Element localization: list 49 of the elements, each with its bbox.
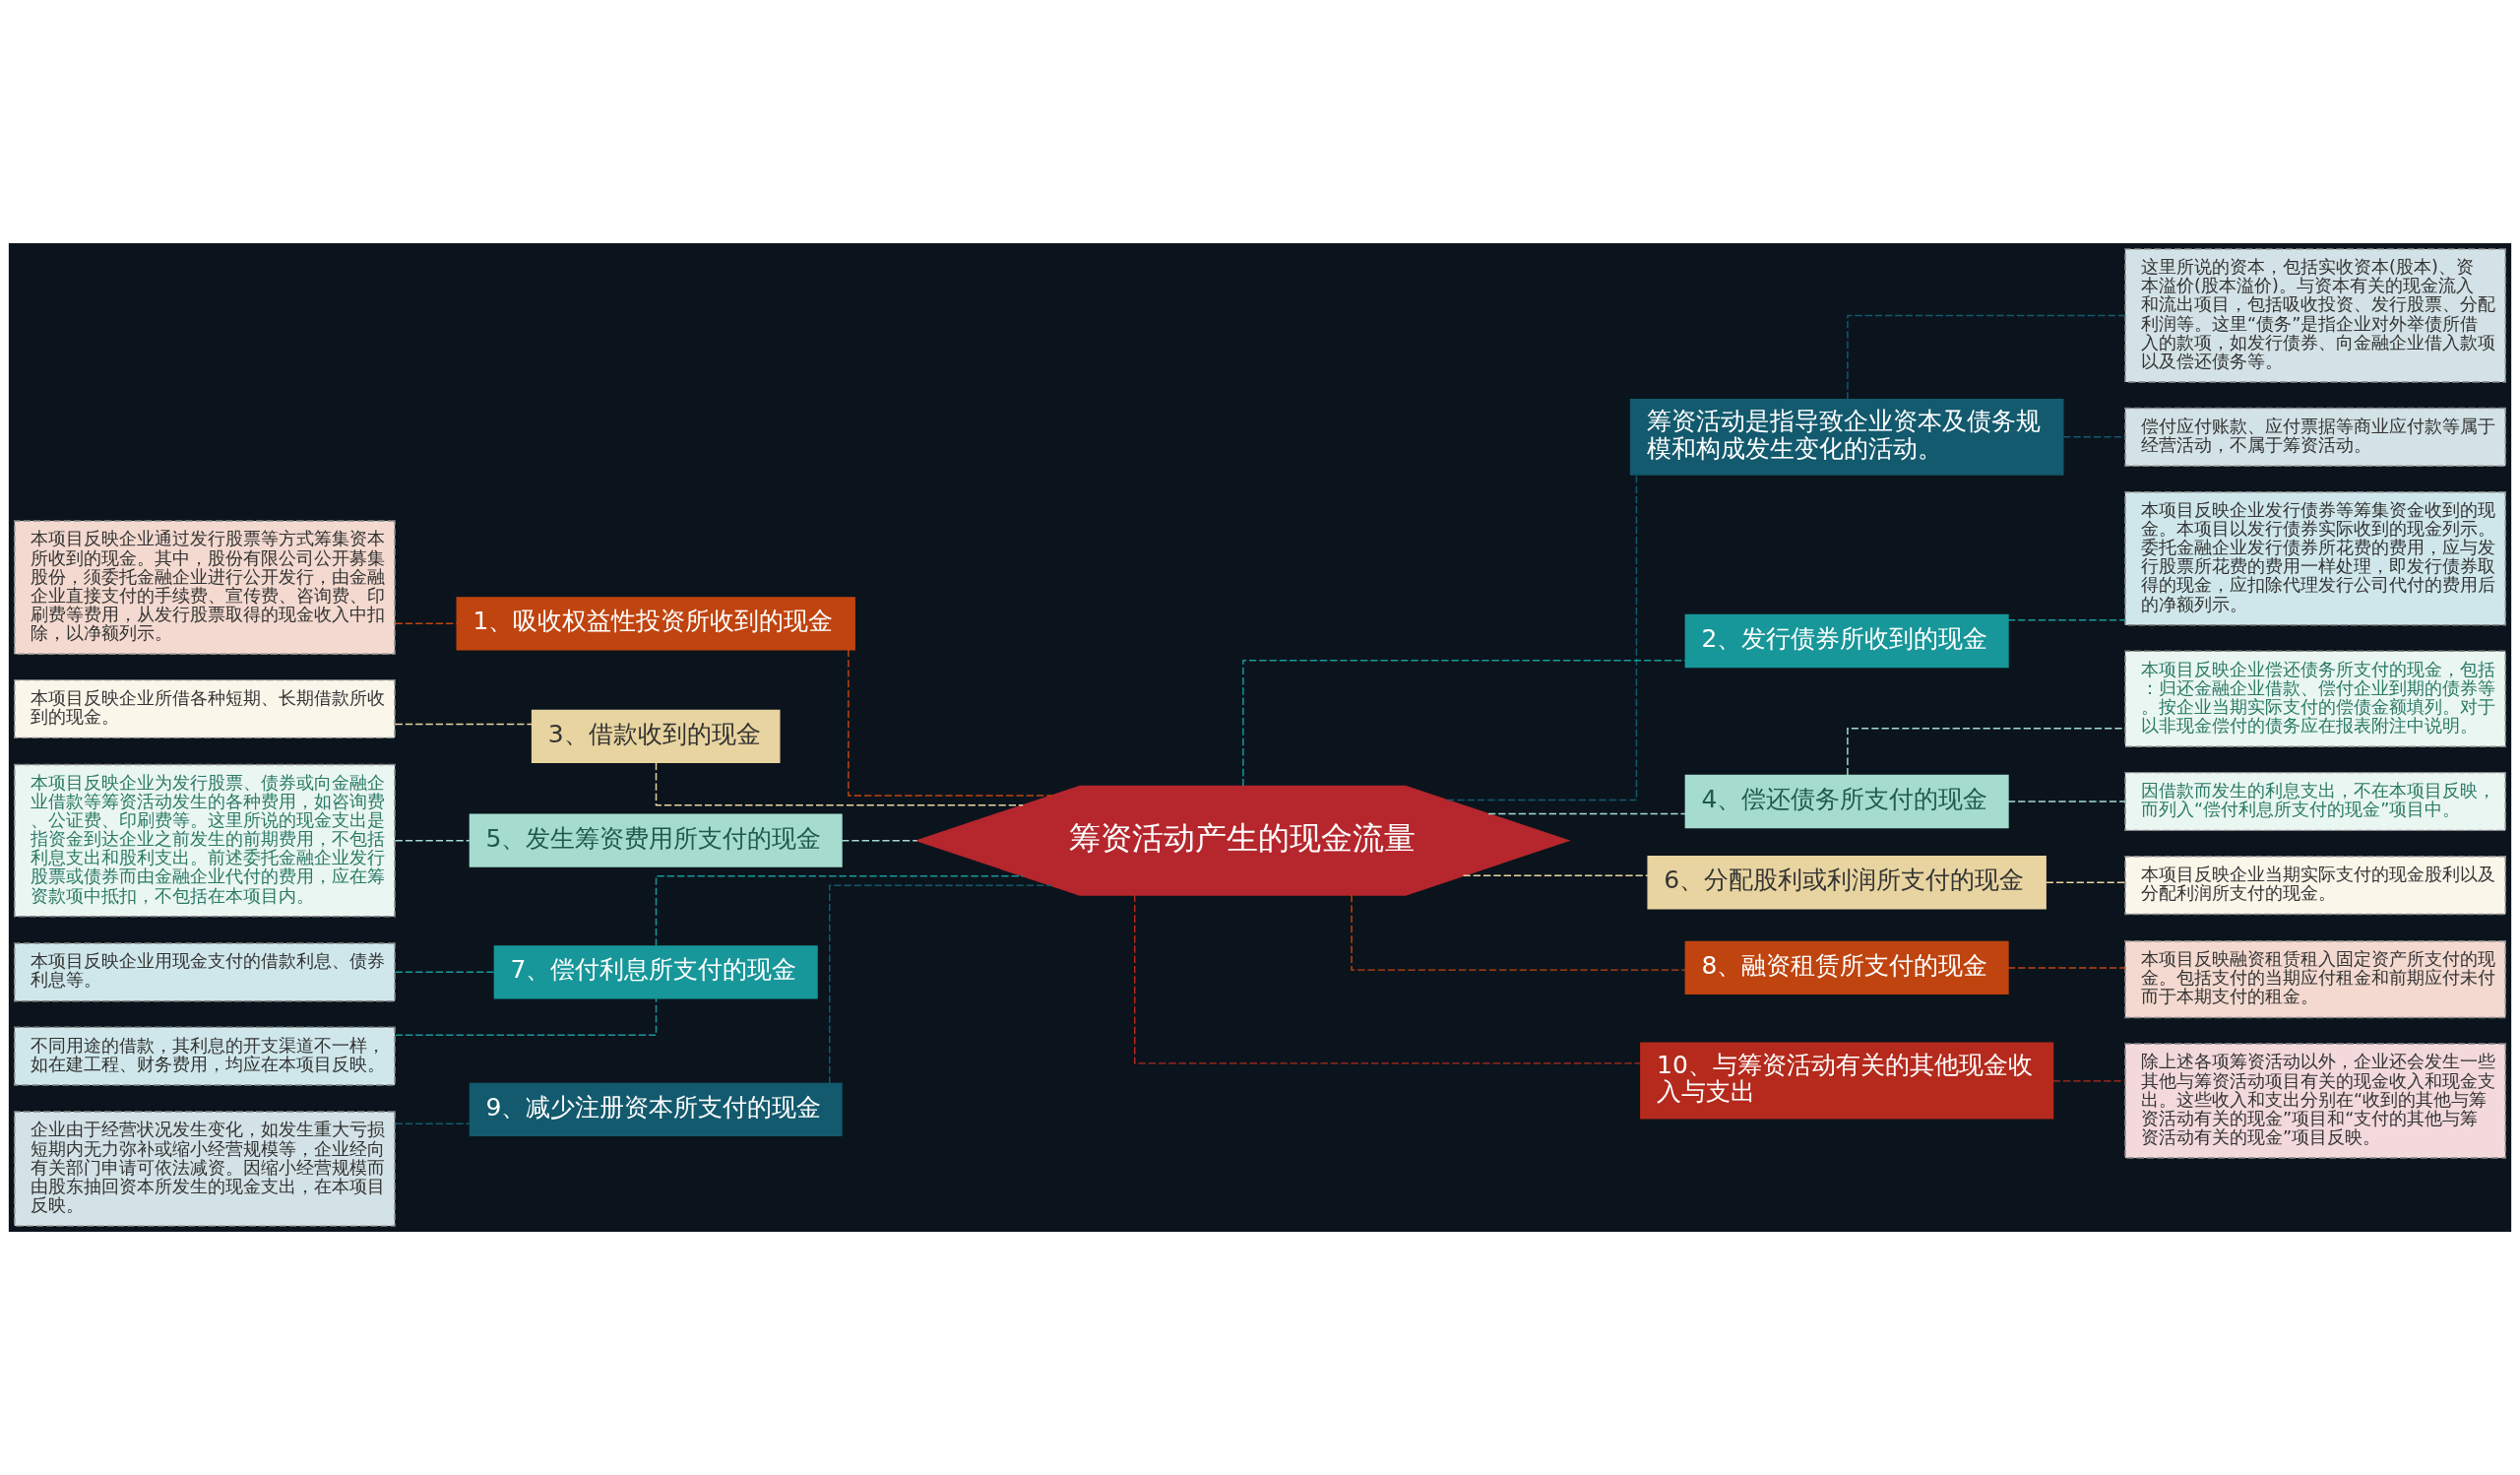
- node-box: 偿付应付账款、应付票据等商业应付款等属于经营活动，不属于筹资活动。: [2124, 407, 2506, 467]
- connector: [1242, 660, 1686, 788]
- node-box: 7、偿付利息所支付的现金: [493, 945, 818, 999]
- connector: [394, 971, 495, 974]
- connector: [395, 997, 658, 1036]
- node-box: 2、发行债券所收到的现金: [1684, 613, 2009, 669]
- node-box: 除上述各项筹资活动以外，企业还会发生一些其他与筹资活动项目有关的现金收入和现金支出。这些收入和支出分别在“收到的其他与筹资活动有关的现金”项目和“支付的其他与筹资活动有关的现金”项目反映。: [2124, 1043, 2506, 1159]
- connector: [2051, 1080, 2126, 1082]
- node-box: 4、偿还债务所支付的现金: [1684, 774, 2009, 829]
- connector: [1487, 812, 1686, 815]
- node-box: 这里所说的资本，包括实收资本(股本)、资本溢价(股本溢价)。与资本有关的现金流入和流出项目，包括吸收投资、发行股票、分配利润等。这里“债务”是指企业对外举债所借入的款项，如发行债券、向金融企业借入款项以及偿还债务等。: [2124, 248, 2506, 383]
- connector: [2007, 801, 2126, 802]
- connector: [1847, 314, 2126, 401]
- node-box: 本项目反映企业为发行股票、债券或向金融企业借款等筹资活动发生的各种费用，如咨询费、公证费、印刷费等。这里所说的现金支出是指资金到达企业之前发生的前期费用，不包括利息支出和股利支出。前述委托金融企业发行股票或债券而由金融企业代付的费用，应在筹资款项中抵扣，不包括在本项目内。: [14, 763, 396, 918]
- connector: [655, 761, 1024, 806]
- connector: [1134, 894, 1642, 1064]
- connector: [829, 884, 1052, 1085]
- connector: [394, 1122, 471, 1124]
- connector: [394, 839, 471, 842]
- node-box: 10、与筹资活动有关的其他现金收入与支出: [1640, 1042, 2054, 1120]
- node-box: 本项目反映融资租赁租入固定资产所支付的现金。包括支付的当期应付租金和前期应付未付而于本期支付的租金。: [2124, 940, 2506, 1019]
- connector: [2045, 881, 2126, 883]
- node-box: 本项目反映企业偿还债务所支付的现金，包括：归还金融企业借款、偿付企业到期的债券等。按企业当期实际支付的偿债金额填列。对于以非现金偿付的债务应在报表附注中说明。: [2124, 650, 2506, 747]
- connector: [655, 874, 1024, 947]
- node-box: 本项目反映企业通过发行股票等方式筹集资本所收到的现金。其中，股份有限公司公开募集股份，须委托金融企业进行公开发行，由金融企业直接支付的手续费、宣传费、咨询费、印刷费等费用，从发行股票取得的现金收入中扣除，以净额列示。: [14, 520, 396, 655]
- node-box: 筹资活动是指导致企业资本及债务规模和构成发生变化的活动。: [1629, 398, 2064, 476]
- node-box: 因借款而发生的利息支出，不在本项目反映，而列入“偿付利息所支付的现金”项目中。: [2124, 771, 2506, 832]
- node-box: 1、吸收权益性投资所收到的现金: [456, 597, 855, 651]
- connector: [394, 622, 458, 625]
- node-box: 本项目反映企业发行债券等筹集资金收到的现金。本项目以发行债券实际收到的现金列示。委托金融企业发行债券所花费的费用，应与发行股票所花费的费用一样处理，即发行债券取得的现金，应扣除代理发行公司代付的费用后的净额列示。: [2124, 490, 2506, 626]
- connector: [2007, 618, 2126, 621]
- connector: [394, 723, 534, 726]
- node-box: 8、融资租赁所支付的现金: [1684, 940, 2009, 995]
- node-box: 本项目反映企业当期实际支付的现金股利以及分配利润所支付的现金。: [2124, 856, 2506, 916]
- connector: [1351, 894, 1686, 971]
- node-box: 3、借款收到的现金: [531, 709, 781, 764]
- node-box: 5、发生筹资费用所支付的现金: [469, 813, 843, 867]
- connector: [848, 649, 1052, 797]
- connector: [2007, 967, 2126, 969]
- connector: [1462, 874, 1649, 877]
- node-box: 企业由于经营状况发生变化，如发生重大亏损短期内无力弥补或缩小经营规模等，企业经向有关部门申请可依法减资。因缩小经营规模而由股东抽回资本所发生的现金支出，在本项目反映。: [14, 1111, 396, 1227]
- node-box: 9、减少注册资本所支付的现金: [469, 1082, 843, 1137]
- connector: [2062, 436, 2126, 438]
- node-box: 不同用途的借款，其利息的开支渠道不一样，如在建工程、财务费用，均应在本项目反映。: [14, 1026, 396, 1086]
- connector: [841, 839, 918, 842]
- node-box: 本项目反映企业用现金支付的借款利息、债券利息等。: [14, 942, 396, 1002]
- node-box: 6、分配股利或利润所支付的现金: [1647, 856, 2047, 910]
- connector: [1446, 474, 1638, 802]
- node-box: 本项目反映企业所借各种短期、长期借款所收到的现金。: [14, 678, 396, 739]
